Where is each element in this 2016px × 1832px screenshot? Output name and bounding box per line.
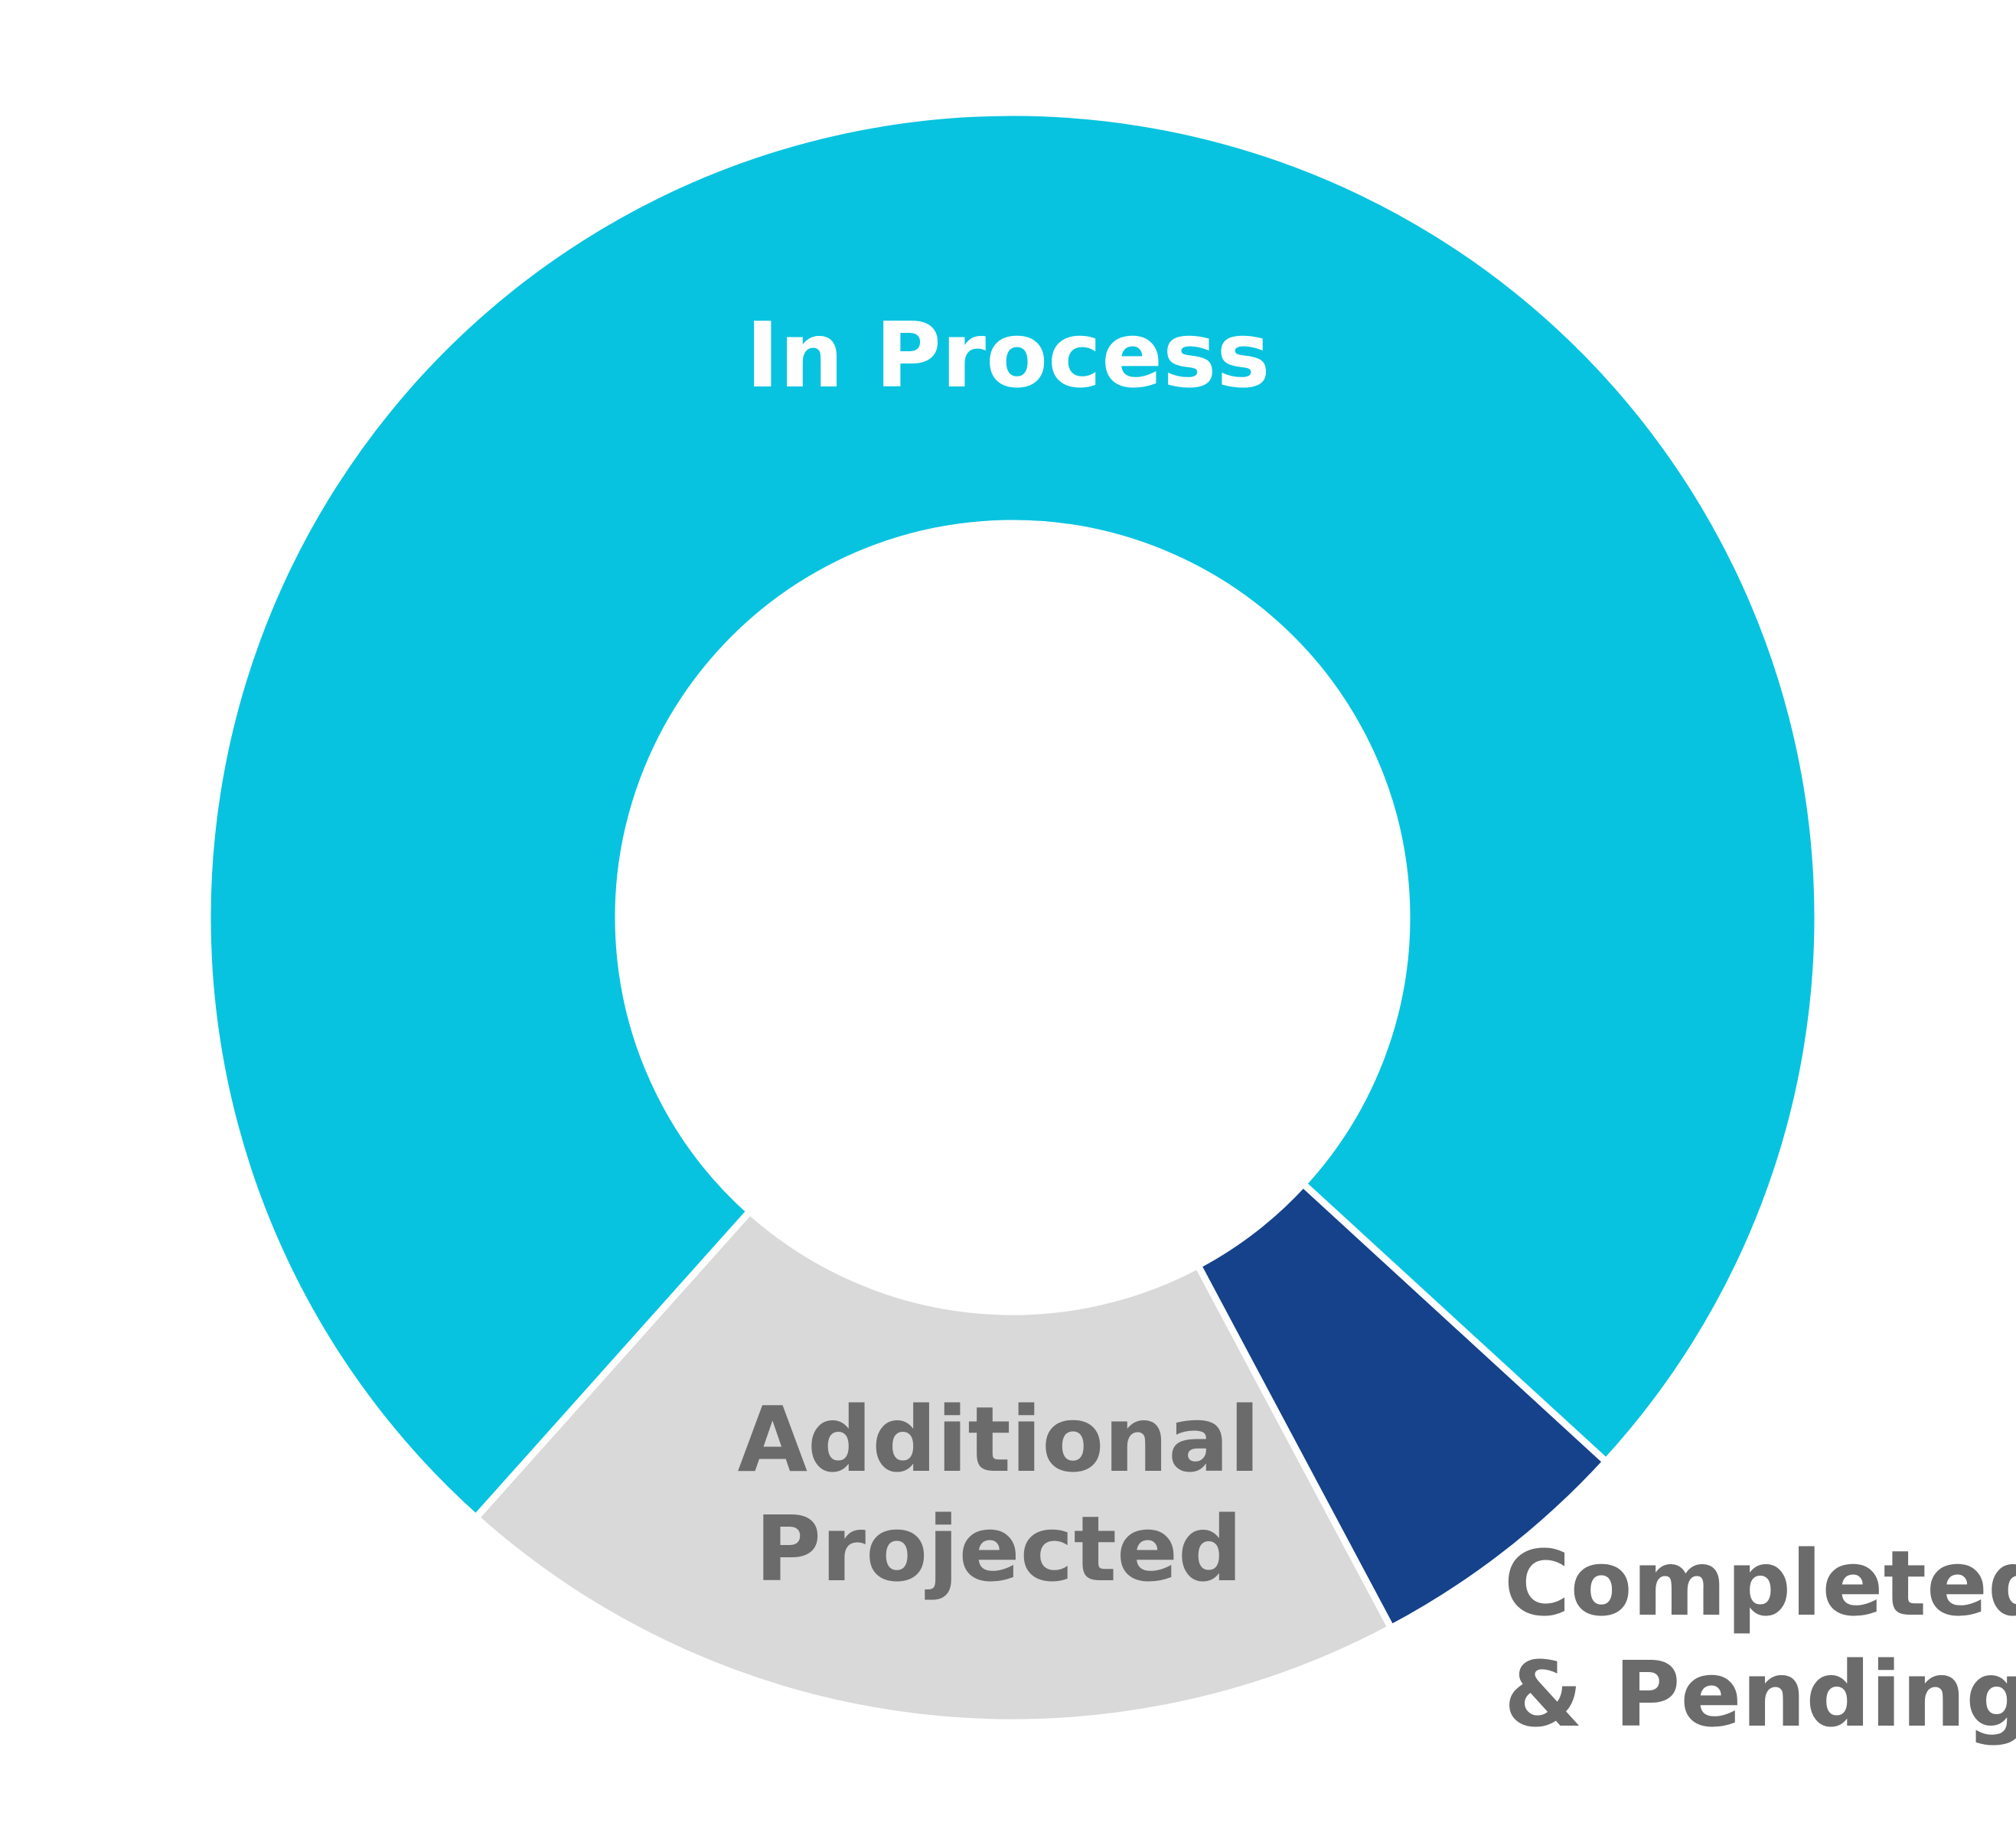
label-additional-projected-line1: Additional <box>738 1387 1261 1492</box>
donut-slice-additional-projected <box>471 1206 1396 1726</box>
label-additional-projected-line2: Projected <box>755 1496 1242 1602</box>
label-completed-pending-line1: Completed <box>1504 1530 2016 1636</box>
label-completed-pending-line2: & Pending <box>1504 1641 2016 1747</box>
label-in-process: In Process <box>745 302 1270 408</box>
donut-slice-in-process <box>204 109 1822 1523</box>
